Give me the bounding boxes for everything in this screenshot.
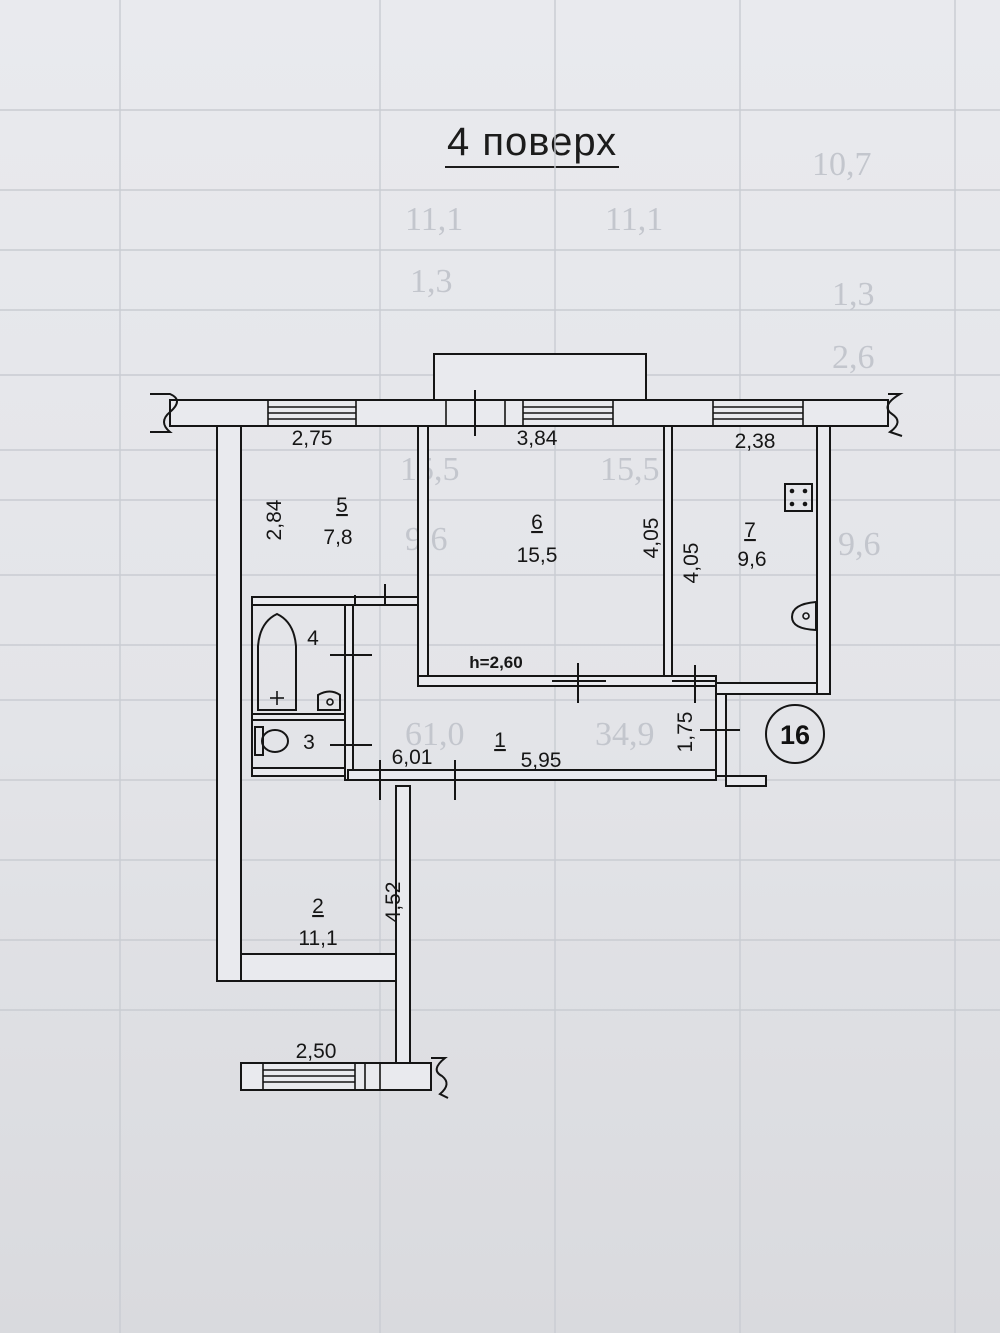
apartment-number: 16 [780, 720, 810, 750]
wall-break-symbols [150, 393, 904, 1099]
dimension-ticks [330, 584, 740, 800]
bg-cell: 34,9 [595, 716, 655, 753]
toilet-icon [254, 726, 289, 756]
bg-cell: 15,5 [400, 451, 460, 488]
room-1-number: 1 [494, 729, 506, 752]
dim-room2-depth: 4,52 [382, 882, 405, 923]
room-labels: 1 5,95 2 11,1 3 4 5 7,8 6 15,5 7 9,6 [298, 494, 766, 950]
dim-corridor-depth: 1,75 [674, 712, 697, 753]
room-5-area: 7,8 [323, 526, 352, 549]
room-4-number: 4 [307, 627, 319, 650]
room-7-area: 9,6 [737, 548, 766, 571]
bg-cell: 10,7 [812, 146, 872, 183]
kitchen-sink-icon [790, 600, 817, 632]
room-2-area: 11,1 [298, 927, 337, 950]
bathtub-icon [257, 612, 297, 711]
floor-title: 4 поверх [445, 120, 620, 168]
dimension-labels: 2,75 3,84 2,38 6,01 2,50 h=2,60 2,84 4,0… [263, 427, 775, 1063]
dim-room6-width: 3,84 [517, 427, 558, 450]
room-5-number: 5 [336, 494, 348, 517]
room-6-number: 6 [531, 511, 543, 534]
bg-cell: 1,3 [410, 263, 453, 300]
room-1-area: 5,95 [521, 749, 562, 772]
ceiling-height: h=2,60 [469, 653, 522, 672]
sink-icon [317, 690, 341, 711]
dim-room2-width: 2,50 [296, 1040, 337, 1063]
windows [262, 390, 804, 1090]
room-7-number: 7 [744, 519, 756, 542]
bg-cell: 2,6 [832, 339, 875, 376]
bg-cell: 11,1 [405, 201, 463, 238]
dim-room6-depth: 4,05 [640, 518, 663, 559]
interior-walls [251, 425, 717, 781]
apartment-number-badge: 16 [765, 704, 825, 764]
dim-room5-depth: 2,84 [263, 499, 286, 540]
room-6-area: 15,5 [517, 544, 558, 567]
dim-room7-width: 2,38 [735, 430, 776, 453]
dim-corridor-length: 6,01 [392, 746, 433, 769]
room-2-number: 2 [312, 895, 324, 918]
bg-cell: 1,3 [832, 276, 875, 313]
bg-cell: 61,0 [405, 716, 465, 753]
bg-cell: 9,6 [838, 526, 881, 563]
bg-cell: 15,5 [600, 451, 660, 488]
stove-icon [784, 483, 813, 512]
dim-room5-width: 2,75 [292, 427, 333, 450]
room-3-number: 3 [303, 731, 315, 754]
dim-room7-depth: 4,05 [680, 543, 703, 584]
bg-cell: 11,1 [605, 201, 663, 238]
